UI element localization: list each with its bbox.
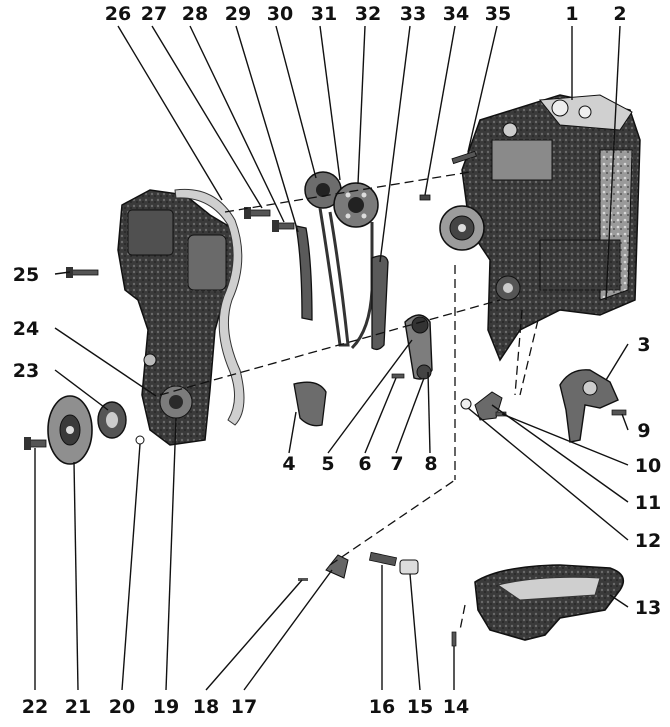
- callout-34: 34: [443, 3, 469, 25]
- callout-17: 17: [231, 696, 257, 718]
- dashed-axis-tensioner: [329, 479, 456, 566]
- bolt-35: [451, 150, 477, 165]
- crankshaft-bolt: [24, 437, 47, 450]
- callout-8: 8: [424, 453, 437, 475]
- dashed-axis-sensor: [519, 319, 539, 396]
- callout-19: 19: [153, 696, 179, 718]
- engine-block: [461, 94, 641, 362]
- seal-20: [135, 435, 145, 445]
- callout-22: 22: [22, 696, 48, 718]
- tensioner-assembly: [298, 551, 419, 581]
- pin-34: [419, 194, 431, 201]
- engine-mount: [559, 369, 627, 443]
- bolt-6: [391, 373, 405, 379]
- tensioner-rail-29: [295, 225, 313, 321]
- oil-pump-sprocket-on-block: [495, 275, 521, 301]
- callout-10: 10: [635, 455, 661, 477]
- callout-14: 14: [443, 696, 469, 718]
- callout-24: 24: [13, 318, 39, 340]
- bolt-28: [272, 220, 295, 232]
- callout-12: 12: [635, 530, 661, 552]
- callout-23: 23: [13, 360, 39, 382]
- callout-30: 30: [267, 3, 293, 25]
- drain-plug-14: [451, 631, 457, 647]
- callout-29: 29: [225, 3, 251, 25]
- callout-1: 1: [565, 3, 578, 25]
- bolt-25: [66, 267, 99, 278]
- callout-32: 32: [355, 3, 381, 25]
- crankshaft-pulley: [47, 395, 93, 465]
- dashed-axis-mount: [514, 309, 523, 396]
- callout-9: 9: [637, 420, 650, 442]
- crankshaft-sprocket: [97, 401, 127, 439]
- callout-25: 25: [13, 264, 39, 286]
- callout-5: 5: [321, 453, 334, 475]
- callout-35: 35: [485, 3, 511, 25]
- timing-chain: [318, 207, 374, 350]
- leader-lines: [34, 25, 629, 691]
- callout-6: 6: [358, 453, 371, 475]
- timing-cover: [117, 189, 241, 446]
- callout-33: 33: [400, 3, 426, 25]
- camshaft-sprocket: [304, 171, 379, 228]
- oil-pump-drive: [404, 314, 433, 380]
- chain-guide-4: [293, 381, 327, 427]
- dashed-axis-oilpan: [459, 604, 466, 631]
- dashed-axis-crank: [159, 299, 501, 396]
- callout-21: 21: [65, 696, 91, 718]
- callout-2: 2: [613, 3, 626, 25]
- callout-13: 13: [635, 597, 661, 619]
- callout-18: 18: [193, 696, 219, 718]
- bolt-27: [244, 207, 271, 219]
- oil-pan: [474, 564, 625, 641]
- callout-numbers: 26 27 28 29 30 31 32 33 34 35 1 2 25 24 …: [13, 3, 661, 718]
- callout-27: 27: [141, 3, 167, 25]
- callout-11: 11: [635, 492, 661, 514]
- guide-rail-33: [371, 255, 389, 351]
- callout-31: 31: [311, 3, 337, 25]
- timing-cover-gasket: [174, 188, 245, 426]
- callout-15: 15: [407, 696, 433, 718]
- callout-20: 20: [109, 696, 135, 718]
- callout-3: 3: [637, 334, 650, 356]
- water-pump-pulley: [439, 205, 485, 251]
- callout-28: 28: [182, 3, 208, 25]
- callout-16: 16: [369, 696, 395, 718]
- callout-7: 7: [390, 453, 403, 475]
- callout-4: 4: [282, 453, 295, 475]
- callout-26: 26: [105, 3, 131, 25]
- sensor-bracket: [460, 391, 507, 421]
